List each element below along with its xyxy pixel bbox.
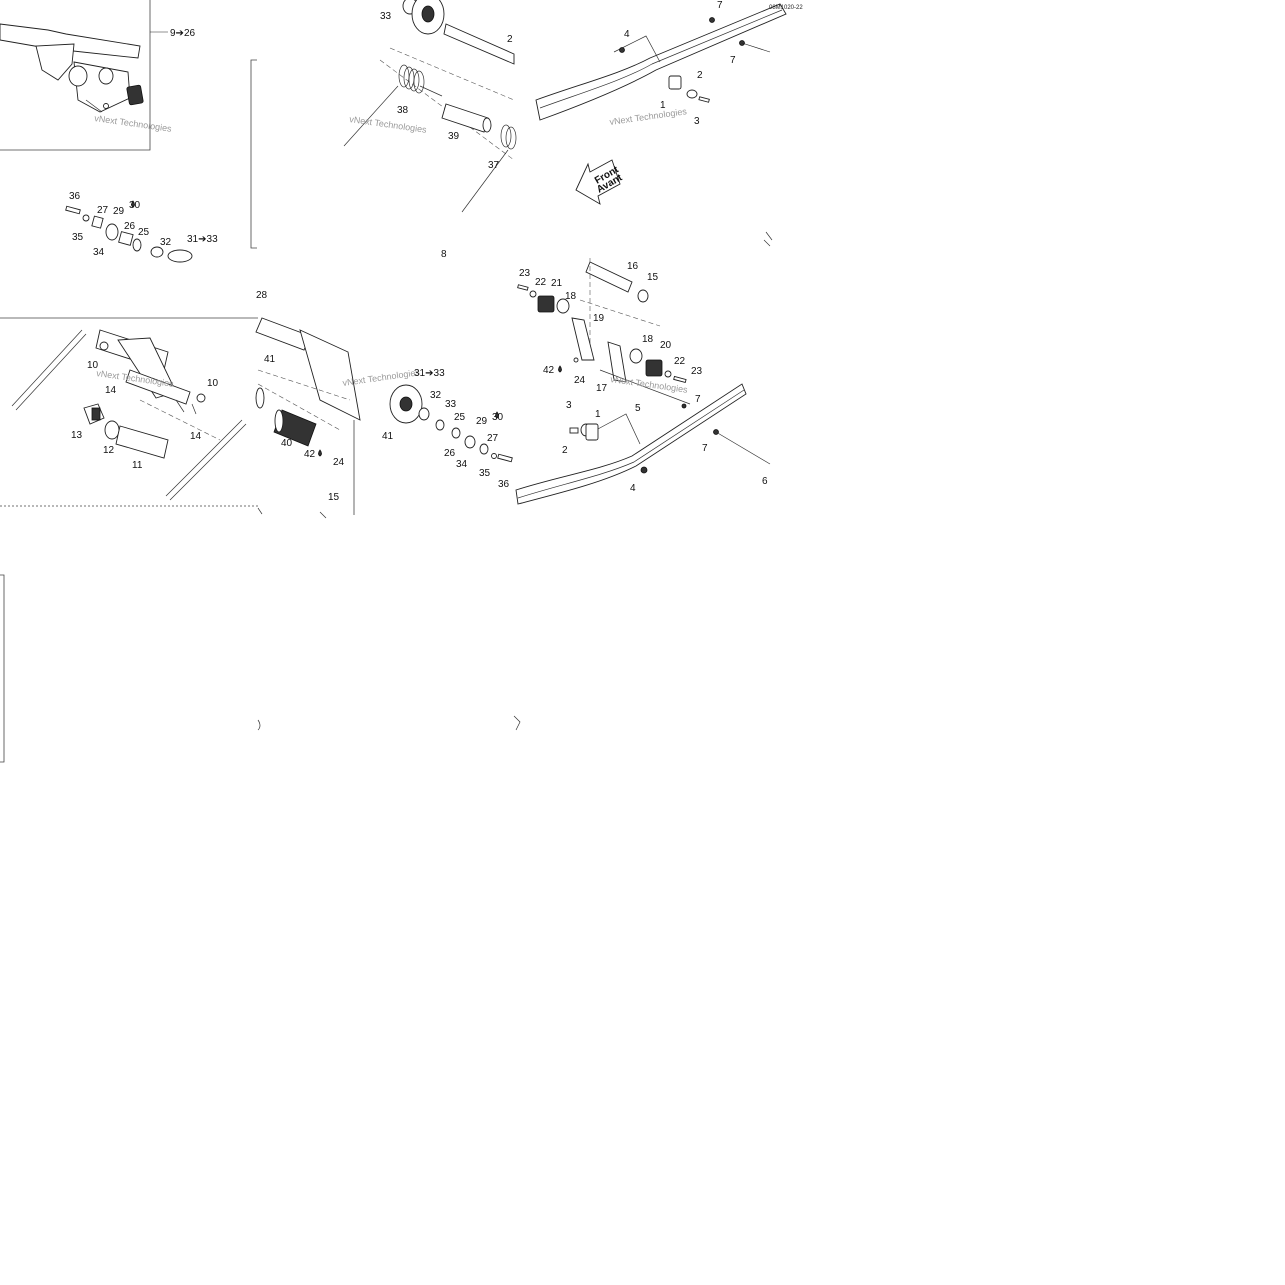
- upper-rail: [535, 3, 787, 121]
- callout-29-b: 29: [476, 416, 488, 427]
- callout-21: 21: [551, 278, 563, 289]
- callout-7-d: 7: [702, 443, 708, 454]
- watermark-3: vNext Technologies: [609, 106, 688, 127]
- callout-42-a: 42: [304, 449, 316, 460]
- callout-13: 13: [71, 430, 83, 441]
- callout-1-b: 1: [595, 409, 601, 420]
- callout-27-b: 27: [487, 433, 499, 444]
- callout-15-b: 15: [647, 272, 659, 283]
- callout-39: 39: [448, 131, 460, 142]
- callout-24-a: 24: [333, 457, 345, 468]
- oil-drop-icon: [495, 411, 499, 419]
- upper-idler-and-spring: [343, 0, 517, 213]
- callout-7-c: 7: [695, 394, 701, 405]
- front-axle-assembly: [0, 23, 168, 113]
- callout-26: 26: [124, 221, 136, 232]
- callout-20: 20: [660, 340, 672, 351]
- callout-33-top: 33: [380, 11, 392, 22]
- callout-10-a: 10: [87, 360, 99, 371]
- front-direction-arrow: Front Avant: [575, 159, 625, 205]
- callout-42-b: 42: [543, 365, 555, 376]
- callout-25-b: 25: [454, 412, 466, 423]
- callout-10-b: 10: [207, 378, 219, 389]
- callout-30: 30: [129, 200, 141, 211]
- callout-24-b: 24: [574, 375, 586, 386]
- oil-drop-icon: [558, 365, 562, 373]
- callout-15-a: 15: [328, 492, 340, 503]
- callout-34-b: 34: [456, 459, 468, 470]
- callout-7-top-b: 7: [730, 55, 736, 66]
- callout-32-b: 32: [430, 390, 442, 401]
- callout-25: 25: [138, 227, 150, 238]
- callout-33-b: 33: [445, 399, 457, 410]
- center-idler-assembly: [255, 317, 513, 519]
- callout-41-b: 41: [382, 431, 394, 442]
- callout-35-b: 35: [479, 468, 491, 479]
- callout-26-b: 26: [444, 448, 456, 459]
- callout-41-a: 41: [264, 354, 276, 365]
- lubrication-drop-icons: [131, 200, 562, 457]
- drawing-code: 08M1020-22: [769, 5, 803, 11]
- callout-19: 19: [593, 313, 605, 324]
- callout-36-b: 36: [498, 479, 510, 490]
- watermark-2: vNext Technologies: [349, 114, 428, 135]
- callout-32: 32: [160, 237, 172, 248]
- left-small-parts: [65, 205, 193, 263]
- callout-23-b: 23: [691, 366, 703, 377]
- callout-7-top: 7: [717, 0, 723, 11]
- callout-3-right: 3: [694, 116, 700, 127]
- callout-18-b: 18: [642, 334, 654, 345]
- callout-5: 5: [635, 403, 641, 414]
- callout-9-26: 9➔26: [170, 28, 196, 39]
- callout-3-b: 3: [566, 400, 572, 411]
- callout-16: 16: [627, 261, 639, 272]
- callout-28: 28: [256, 290, 268, 301]
- callout-11: 11: [132, 460, 143, 471]
- callout-27: 27: [97, 205, 109, 216]
- rear-arm-assembly: [11, 329, 247, 501]
- callout-12: 12: [103, 445, 115, 456]
- callout-14-a: 14: [105, 385, 117, 396]
- callout-23-a: 23: [519, 268, 531, 279]
- callout-2-top: 2: [507, 34, 513, 45]
- callout-31-33: 31➔33: [187, 234, 218, 245]
- callout-29: 29: [113, 206, 125, 217]
- callout-22-b: 22: [674, 356, 686, 367]
- callout-1-right: 1: [660, 100, 666, 111]
- callout-40: 40: [281, 438, 293, 449]
- callout-35: 35: [72, 232, 84, 243]
- callout-4-b: 4: [630, 483, 636, 494]
- oil-drop-icon: [318, 449, 322, 457]
- callout-31-33-b: 31➔33: [414, 368, 445, 379]
- callout-34: 34: [93, 247, 105, 258]
- callout-36: 36: [69, 191, 81, 202]
- rear-link-assembly: [517, 258, 691, 405]
- callout-18-a: 18: [565, 291, 577, 302]
- callout-14-b: 14: [190, 431, 202, 442]
- callout-2-b: 2: [562, 445, 568, 456]
- edge-fragments: [257, 231, 773, 731]
- lower-rail: [515, 383, 771, 505]
- oil-drop-icon: [131, 200, 135, 208]
- callout-38: 38: [397, 105, 409, 116]
- watermark-1: vNext Technologies: [94, 113, 173, 134]
- callout-17: 17: [596, 383, 608, 394]
- frame-lines: [0, 0, 355, 763]
- callout-2-right: 2: [697, 70, 703, 81]
- callout-37: 37: [488, 160, 500, 171]
- callout-8: 8: [441, 249, 447, 260]
- callout-6: 6: [762, 476, 768, 487]
- callout-4-top: 4: [624, 29, 630, 40]
- callout-22-a: 22: [535, 277, 547, 288]
